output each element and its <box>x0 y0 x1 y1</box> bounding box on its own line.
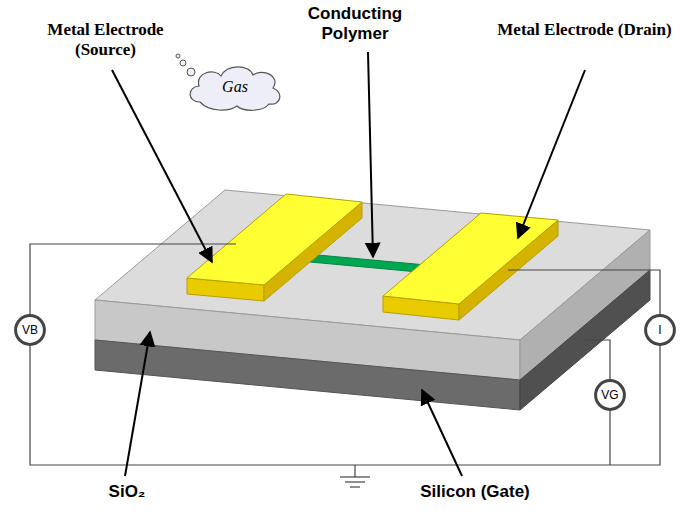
voltmeter-symbol: VB <box>15 315 45 345</box>
meter-circle <box>596 381 625 410</box>
node-text: VB <box>22 323 38 337</box>
gas-bubbles <box>176 54 195 76</box>
circuit-wire <box>609 410 610 465</box>
meter-circle <box>16 316 45 345</box>
part-label: SiO₂ <box>92 482 162 502</box>
gas-cloud: Gas <box>185 62 285 112</box>
circuit-wire <box>585 340 610 380</box>
silicon-front <box>95 340 520 410</box>
node-text: VG <box>601 388 618 402</box>
node-text: Gas <box>222 78 248 96</box>
silicon-side <box>520 270 650 410</box>
drain-electrode <box>383 213 558 304</box>
circuit-wire <box>30 244 236 315</box>
circuit-wire <box>30 244 660 465</box>
part-label: Metal Electrode (Source) <box>18 20 193 60</box>
node-text: I <box>658 323 661 337</box>
meter-circle <box>646 316 675 345</box>
ground-symbol <box>340 465 370 487</box>
leader-arrow <box>112 52 585 476</box>
source-electrode <box>187 194 362 285</box>
circuit-wire <box>508 270 660 315</box>
circuit-wire <box>30 345 660 465</box>
part-label: Silicon (Gate) <box>400 482 550 502</box>
part-label: Conducting Polymer <box>285 4 425 44</box>
ammeter-symbol: I <box>645 315 675 345</box>
part-label: Metal Electrode (Drain) <box>497 20 672 40</box>
cloud-outline <box>190 67 280 110</box>
voltmeter-symbol: VG <box>595 380 625 410</box>
